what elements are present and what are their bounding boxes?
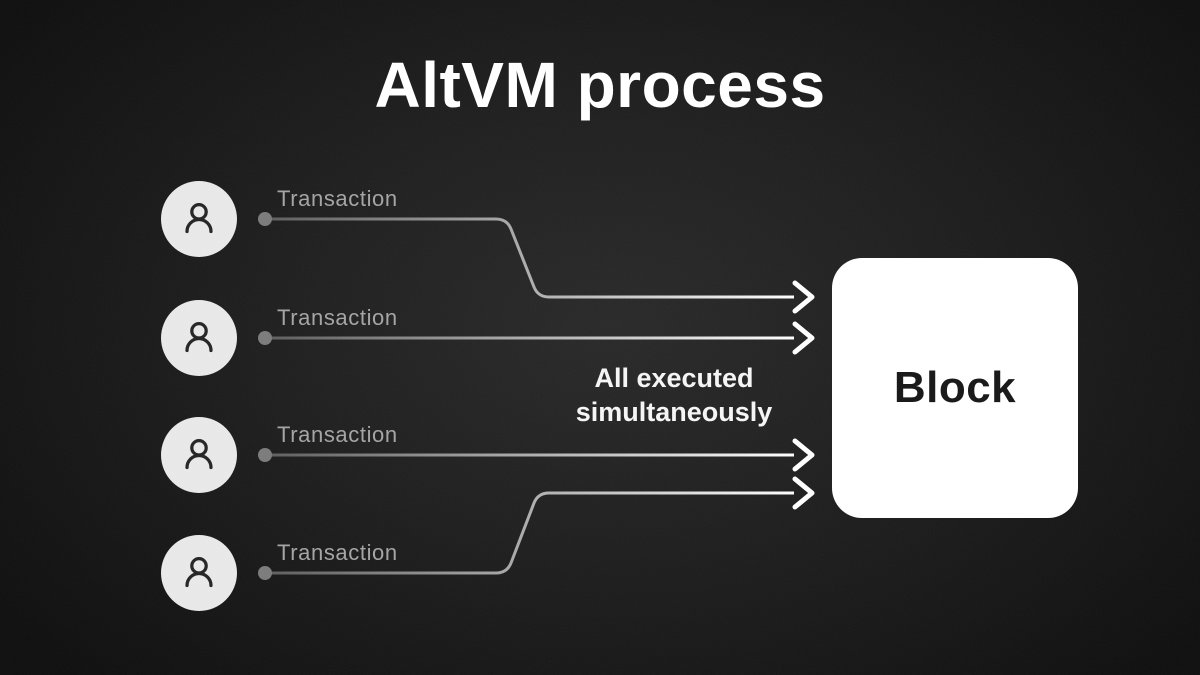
- execution-note: All executed simultaneously: [499, 361, 849, 429]
- user-avatar-3: [161, 417, 237, 493]
- transaction-label-3: Transaction: [277, 422, 398, 447]
- user-avatar-2: [161, 300, 237, 376]
- block-box: Block: [832, 258, 1078, 518]
- arrow-right-icon: [792, 476, 815, 510]
- page-title: AltVM process: [374, 49, 826, 121]
- connector-dot-4: [258, 566, 272, 580]
- transaction-label-1: Transaction: [277, 186, 398, 211]
- person-icon: [185, 202, 213, 234]
- person-icon: [185, 556, 213, 588]
- flow-line-1: [265, 217, 794, 299]
- arrow-right-icon: [792, 438, 815, 472]
- person-icon: [185, 321, 213, 353]
- person-icon: [185, 438, 213, 470]
- connector-dot-2: [258, 331, 272, 345]
- transaction-label-2: Transaction: [277, 305, 398, 330]
- block-label: Block: [893, 363, 1017, 412]
- execution-note-line2: simultaneously: [575, 397, 773, 427]
- transaction-label-4: Transaction: [277, 540, 398, 565]
- execution-note-line1: All executed: [594, 363, 754, 393]
- user-avatar-1: [161, 181, 237, 257]
- connector-dot-3: [258, 448, 272, 462]
- arrow-right-icon: [792, 280, 815, 314]
- connector-dot-1: [258, 212, 272, 226]
- arrow-right-icon: [792, 321, 815, 355]
- user-avatar-4: [161, 535, 237, 611]
